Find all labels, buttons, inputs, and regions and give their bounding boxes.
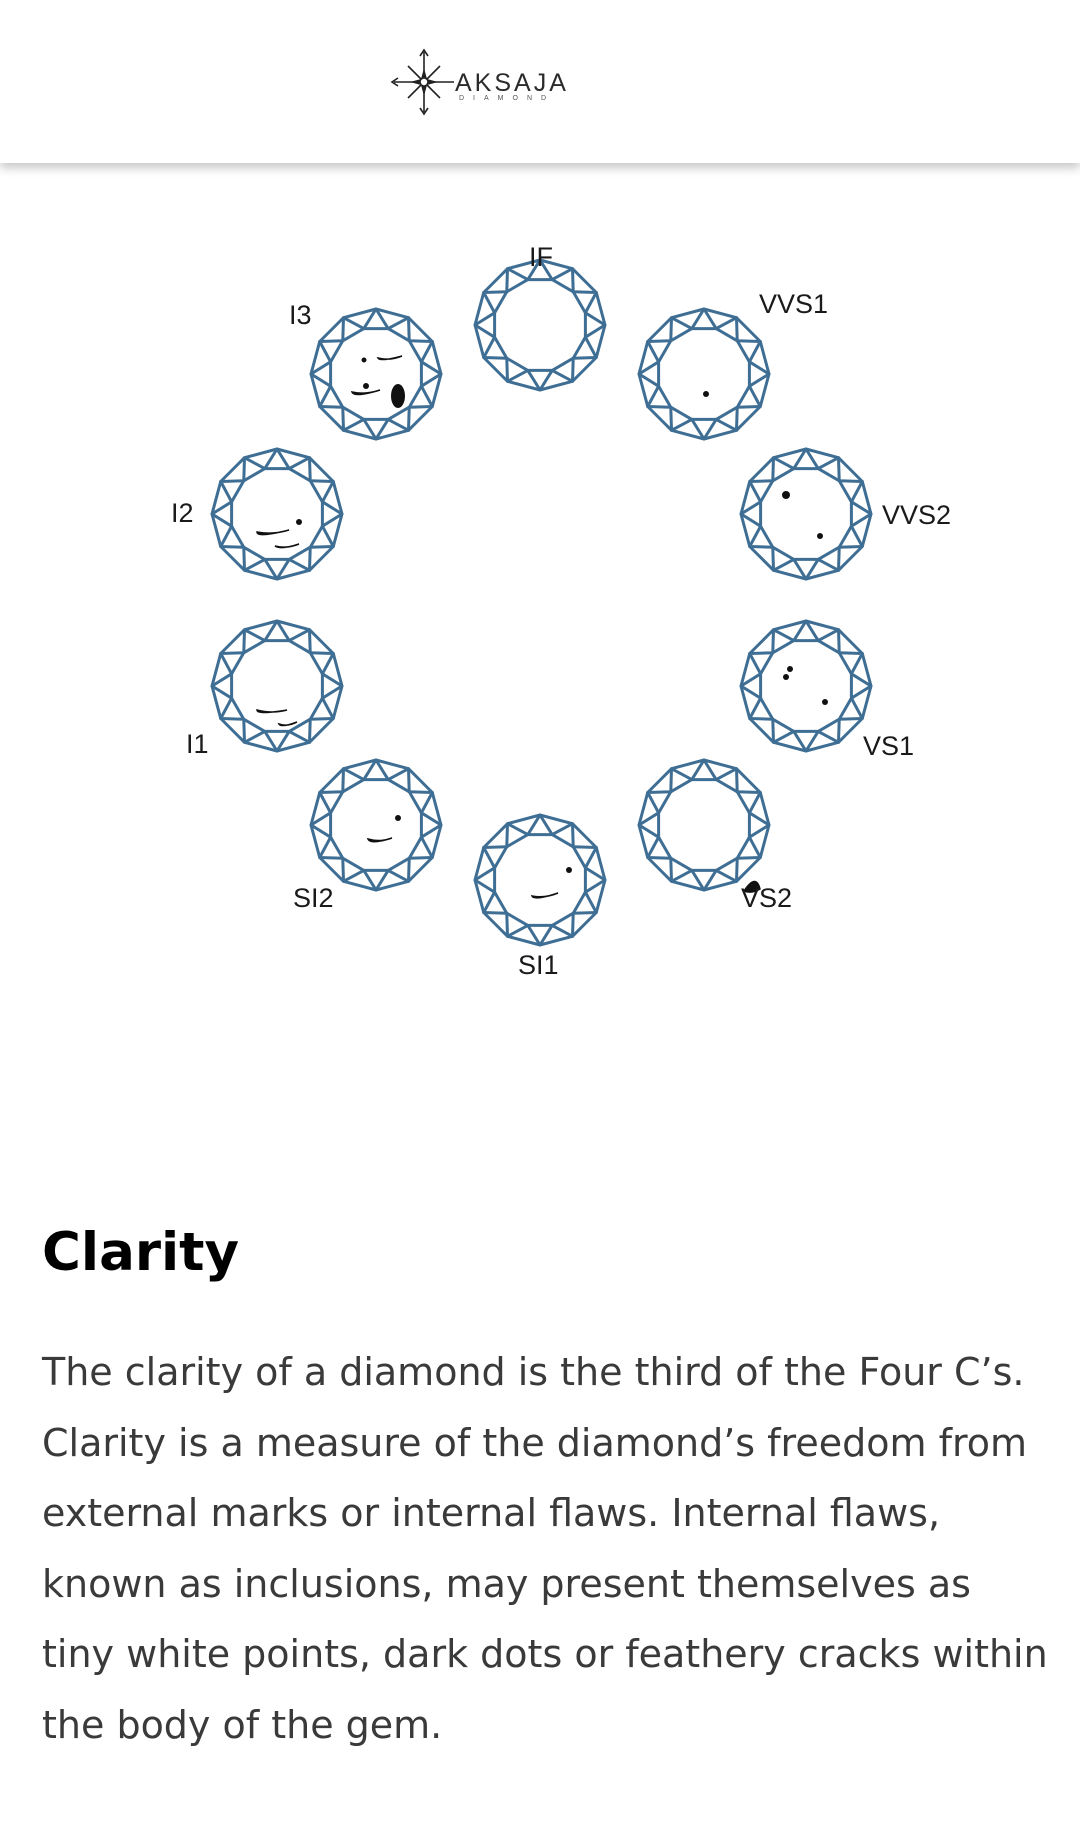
inclusion-mark-i1-0 bbox=[256, 709, 288, 714]
gem-i3-icon bbox=[309, 307, 443, 441]
grade-label-vvs1: VVS1 bbox=[759, 289, 829, 319]
gem-if-icon bbox=[473, 258, 607, 392]
inclusion-mark-i2-2 bbox=[274, 543, 300, 549]
inclusion-mark-i3-3 bbox=[350, 389, 381, 396]
gem-vs2-icon bbox=[637, 758, 771, 892]
brand-logo[interactable]: AKSAJA DIAMOND bbox=[388, 46, 568, 126]
inclusion-mark-si2-0 bbox=[395, 815, 401, 821]
grade-label-if: IF bbox=[529, 242, 553, 272]
gem-i1-icon bbox=[210, 619, 344, 753]
grade-label-vs2: VS2 bbox=[741, 883, 793, 913]
inclusion-mark-vs2-0 bbox=[742, 880, 761, 893]
section-title: Clarity bbox=[42, 1222, 240, 1283]
section-body-text: The clarity of a diamond is the third of… bbox=[42, 1350, 1048, 1747]
inclusion-mark-si1-1 bbox=[530, 892, 559, 899]
inclusion-mark-i1-1 bbox=[277, 721, 298, 727]
logo-wordmark: AKSAJA bbox=[455, 69, 569, 97]
inclusion-mark-vs1-1 bbox=[783, 674, 789, 680]
grade-label-i3: I3 bbox=[289, 300, 312, 330]
inclusion-mark-vs1-0 bbox=[787, 666, 793, 672]
clarity-grade-graphic bbox=[210, 258, 873, 947]
gem-si1-icon bbox=[473, 813, 607, 947]
gem-vs1-icon bbox=[739, 619, 873, 753]
inclusion-mark-vvs2-0 bbox=[782, 491, 790, 499]
inclusion-mark-si1-0 bbox=[566, 867, 572, 873]
logo-subtitle: DIAMOND bbox=[459, 95, 556, 102]
compass-star-icon bbox=[390, 48, 454, 116]
gem-i2-icon bbox=[210, 447, 344, 581]
inclusion-mark-i2-1 bbox=[256, 529, 290, 536]
inclusion-mark-vvs1-0 bbox=[703, 391, 709, 397]
inclusion-mark-i3-2 bbox=[363, 383, 369, 389]
site-header: AKSAJA DIAMOND bbox=[0, 0, 1080, 163]
grade-label-si2: SI2 bbox=[293, 883, 334, 913]
inclusion-mark-i2-0 bbox=[296, 519, 302, 525]
inclusion-mark-i3-1 bbox=[376, 355, 403, 361]
inclusion-mark-vvs2-1 bbox=[817, 533, 823, 539]
grade-label-vs1: VS1 bbox=[863, 731, 915, 761]
grade-label-si1: SI1 bbox=[518, 950, 559, 980]
inclusion-mark-i3-0 bbox=[361, 357, 367, 363]
inclusion-mark-vs1-2 bbox=[822, 699, 828, 705]
gem-si2-icon bbox=[309, 758, 443, 892]
inclusion-mark-si2-1 bbox=[366, 837, 393, 843]
grade-label-i2: I2 bbox=[171, 498, 194, 528]
gem-vvs1-icon bbox=[637, 307, 771, 441]
grade-label-i1: I1 bbox=[186, 729, 209, 759]
inclusion-mark-i3-4 bbox=[391, 384, 405, 408]
gem-vvs2-icon bbox=[739, 447, 873, 581]
grade-label-vvs2: VVS2 bbox=[882, 500, 952, 530]
